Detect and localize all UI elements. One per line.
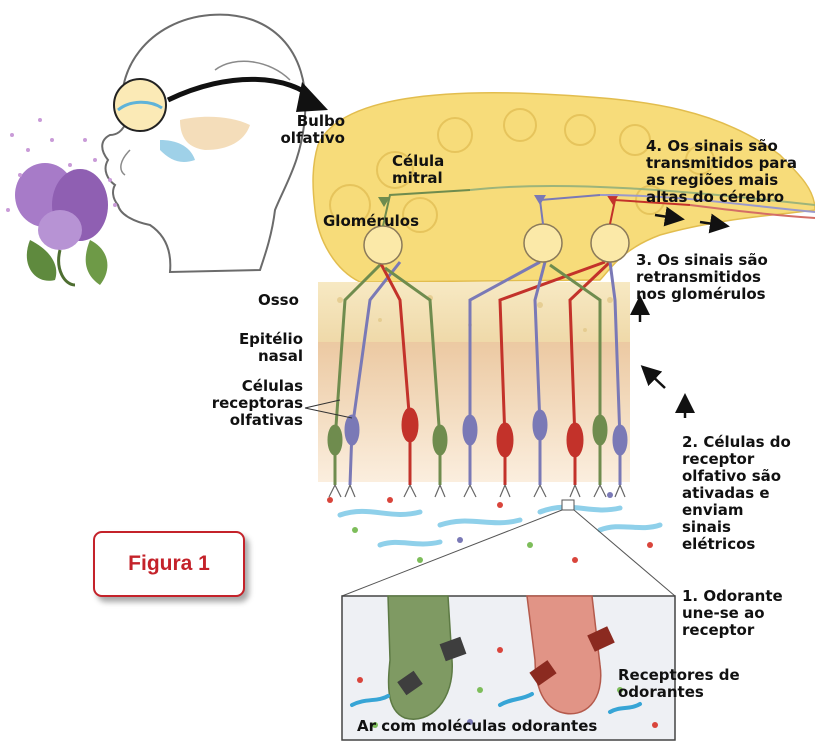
label-ar-moleculas: Ar com moléculas odorantes — [357, 718, 657, 735]
cilia — [329, 485, 625, 497]
label-epitelio-nasal: Epitélio nasal — [215, 331, 303, 365]
figure-label: Figura 1 — [128, 552, 210, 576]
label-bulbo-olfativo: Bulbo olfativo — [255, 113, 345, 147]
lilac-flowers — [15, 163, 108, 285]
label-celulas-receptoras: Células receptoras olfativas — [175, 378, 303, 429]
label-glomerulos: Glomérulos — [323, 213, 443, 230]
signal-arrows — [640, 215, 720, 418]
label-step-3: 3. Os sinais são retransmitidos nos glom… — [636, 252, 806, 303]
air-currents — [340, 507, 660, 545]
label-receptores-odorantes: Receptores de odorantes — [618, 667, 768, 701]
label-step-2: 2. Células do receptor olfativo são ativ… — [682, 434, 815, 553]
green-cilium — [388, 596, 452, 719]
nasal-epithelium — [318, 342, 630, 482]
label-step-4: 4. Os sinais são transmitidos para as re… — [646, 138, 815, 206]
label-step-1: 1. Odorante une-se ao receptor — [682, 588, 812, 639]
label-celula-mitral: Célula mitral — [392, 153, 472, 187]
label-osso: Osso — [258, 292, 318, 309]
figure-label-box: Figura 1 — [93, 531, 245, 597]
